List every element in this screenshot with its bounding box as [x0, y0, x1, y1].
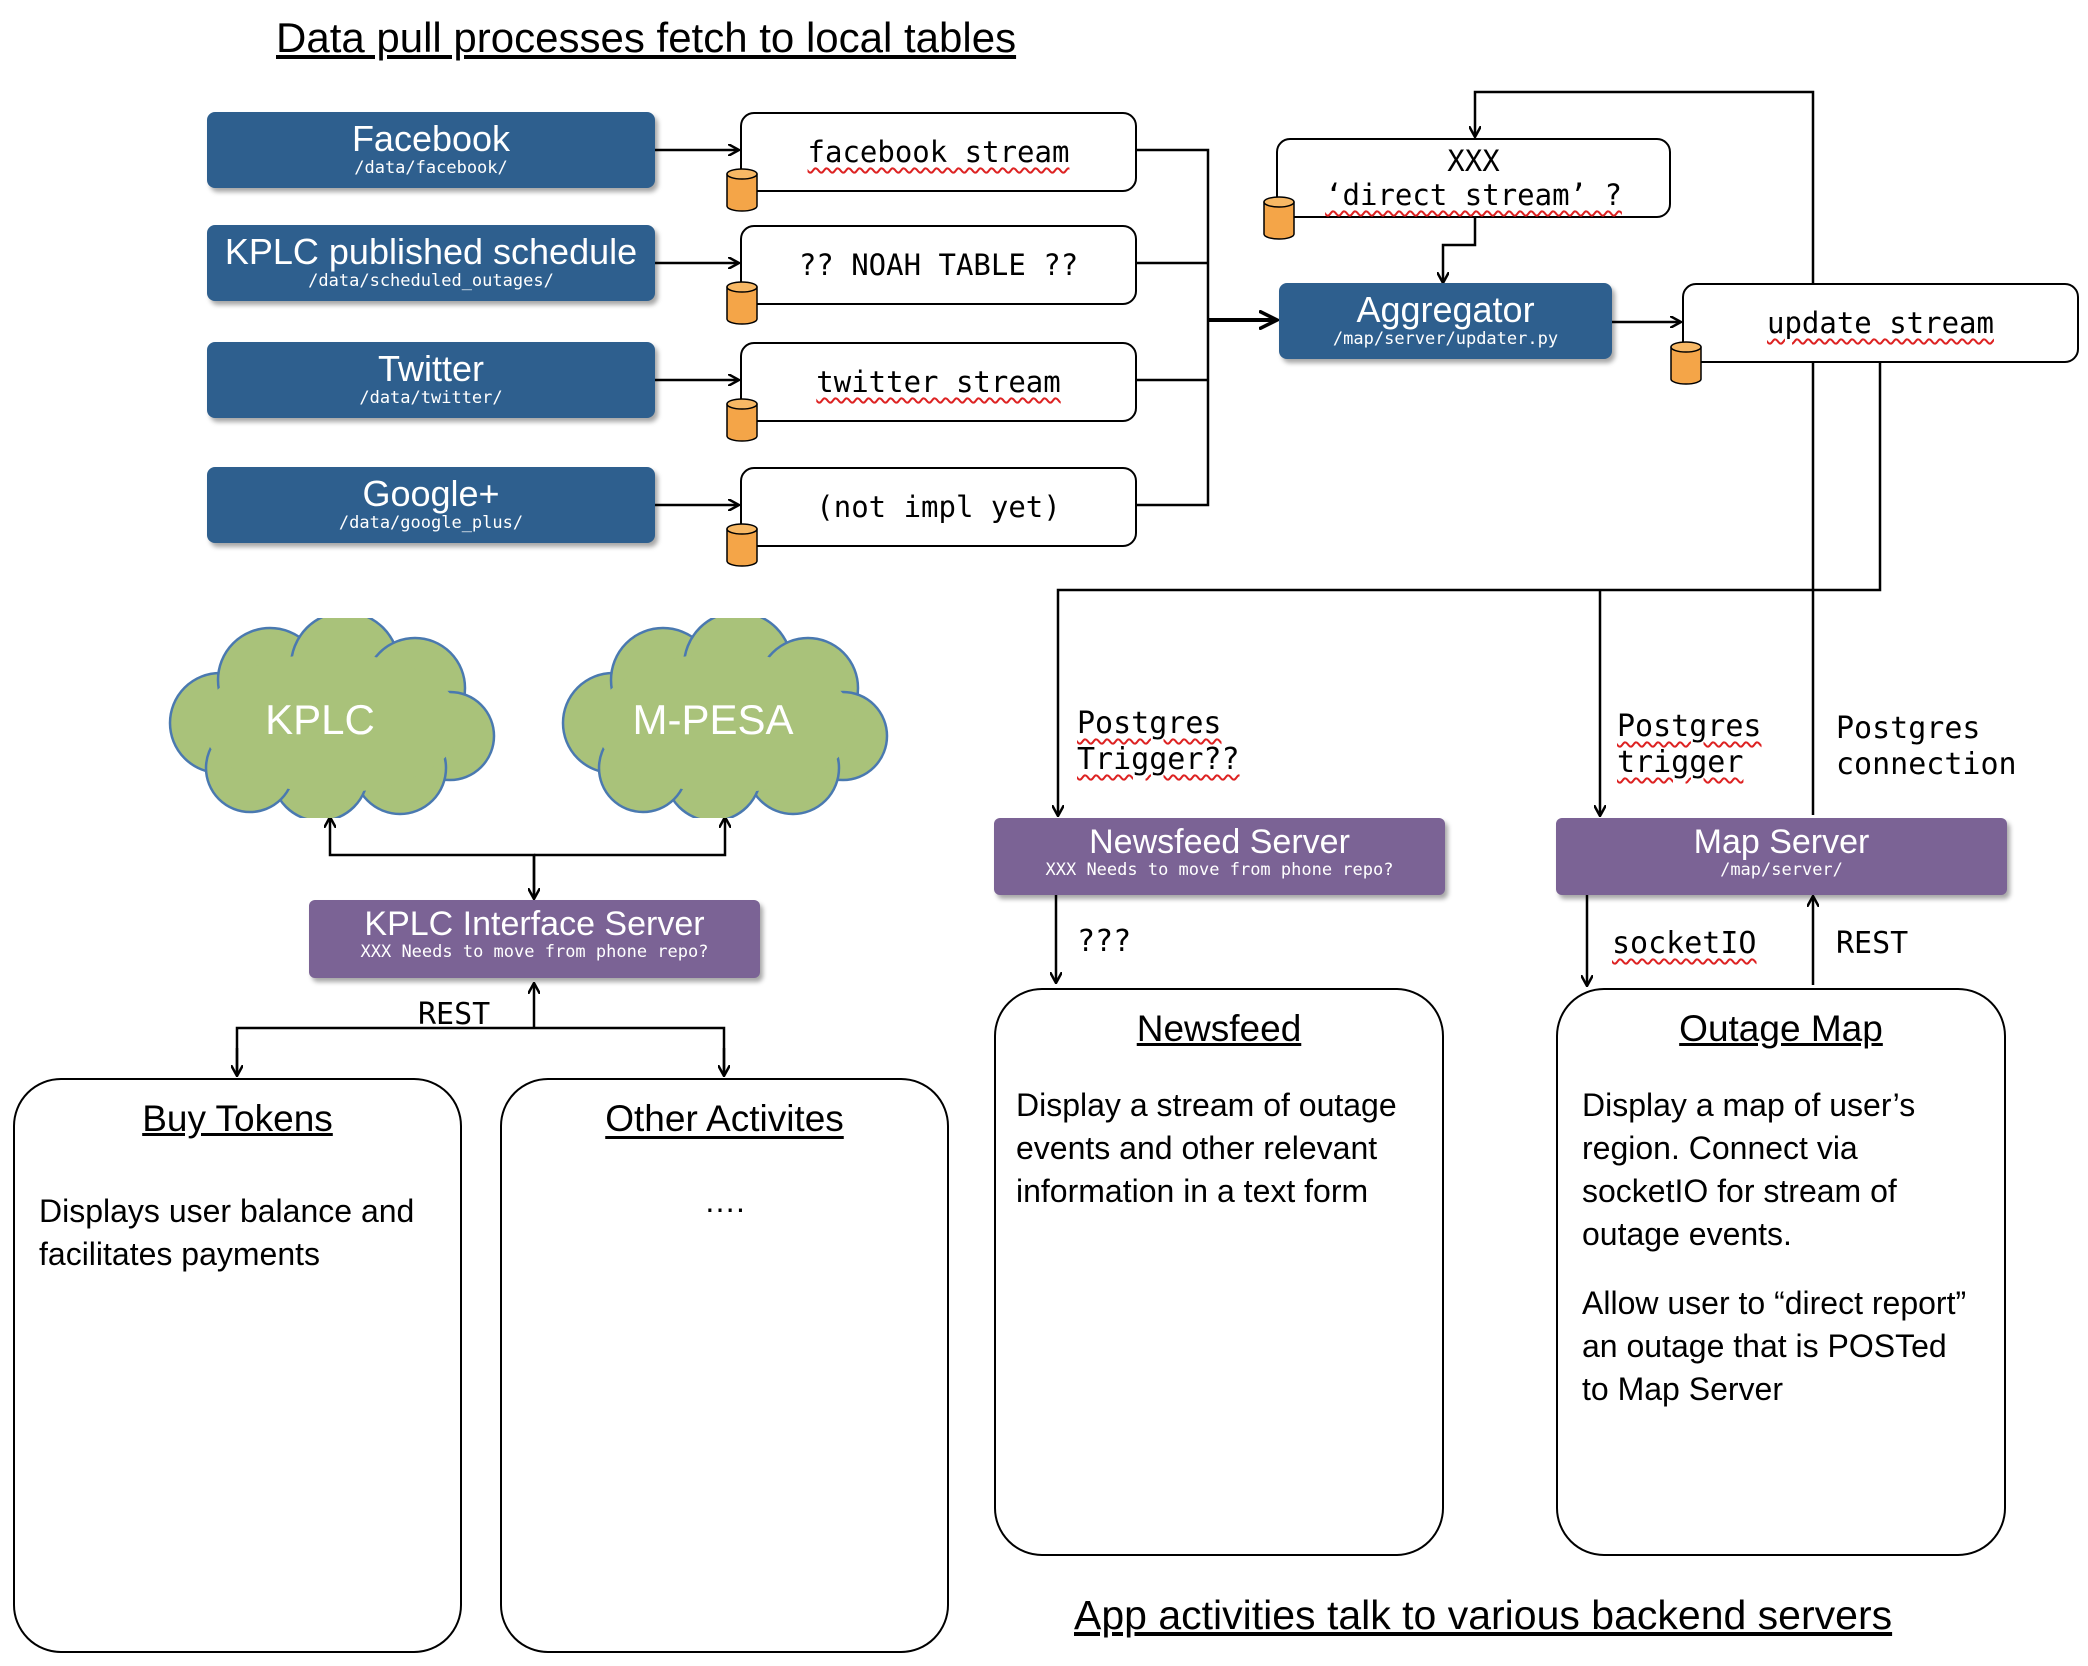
label-rest-map: REST [1836, 926, 1909, 961]
stream-direct: XXX ‘direct stream’ ? [1276, 138, 1671, 218]
activity-outage-map[interactable]: Outage Map Display a map of user’s regio… [1556, 988, 2006, 1556]
cloud-mpesa [561, 618, 889, 818]
source-title: Google+ [362, 473, 500, 514]
stream-update: update stream [1682, 283, 2079, 363]
activity-newsfeed[interactable]: Newsfeed Display a stream of outage even… [994, 988, 1444, 1556]
activity-buy-tokens[interactable]: Buy Tokens Displays user balance and fac… [13, 1078, 462, 1653]
server-path: /map/server/ [1720, 860, 1843, 880]
database-icon [726, 523, 758, 567]
bottom-heading: App activities talk to various backend s… [1074, 1592, 1893, 1638]
server-note: XXX Needs to move from phone repo? [360, 942, 709, 962]
stream-twitter: twitter stream [740, 342, 1137, 422]
server-title: Newsfeed Server [1089, 823, 1350, 861]
source-google-plus: Google+ /data/google_plus/ [207, 467, 655, 543]
stream-noah-table: ?? NOAH TABLE ?? [740, 225, 1137, 305]
top-heading: Data pull processes fetch to local table… [276, 14, 1017, 61]
cloud-kplc [168, 618, 496, 818]
database-icon [1670, 341, 1702, 385]
stream-label: twitter stream [816, 365, 1061, 399]
edge-interface-kplc [330, 818, 536, 898]
server-title: KPLC Interface Server [364, 905, 705, 943]
kplc-interface-server: KPLC Interface Server XXX Needs to move … [309, 900, 760, 978]
aggregator-box: Aggregator /map/server/updater.py [1279, 283, 1612, 359]
stream-bus [1135, 148, 1210, 507]
map-server: Map Server /map/server/ [1556, 818, 2007, 895]
aggregator-path: /map/server/updater.py [1332, 329, 1559, 349]
label-rest-kplc: REST [418, 997, 491, 1032]
activity-body: …. [704, 1183, 745, 1219]
source-path: /data/facebook/ [354, 158, 508, 178]
label-postgres-connection: Postgres connection [1836, 711, 2017, 782]
stream-label: update stream [1767, 306, 1994, 340]
edge-interface-activities [235, 1026, 726, 1075]
source-title: KPLC published schedule [224, 231, 638, 272]
activity-body: Display a map of user’s region. Connect … [1582, 1087, 1916, 1252]
label-newsfeed-unknown: ??? [1077, 924, 1132, 959]
activity-body: Display a stream of outage events and ot… [1016, 1087, 1397, 1209]
stream-line2-text: ‘direct stream’ ? [1325, 178, 1622, 212]
database-icon [726, 281, 758, 325]
source-twitter: Twitter /data/twitter/ [207, 342, 655, 418]
server-title: Map Server [1693, 823, 1870, 861]
stream-facebook: facebook stream [740, 112, 1137, 192]
stream-label: (not impl yet) [816, 490, 1061, 524]
source-path: /data/scheduled_outages/ [308, 271, 554, 291]
stream-line1: XXX [1447, 144, 1500, 178]
newsfeed-server: Newsfeed Server XXX Needs to move from p… [994, 818, 1445, 895]
stream-label: facebook stream [807, 135, 1070, 169]
activity-body: Displays user balance and facilitates pa… [39, 1193, 415, 1272]
stream-label: ?? NOAH TABLE ?? [798, 248, 1079, 282]
database-icon [726, 398, 758, 442]
server-note: XXX Needs to move from phone repo? [1045, 860, 1394, 880]
label-socketio: socketIO [1612, 926, 1757, 961]
cloud-label-mpesa: M-PESA [632, 696, 794, 743]
source-title: Twitter [377, 348, 484, 389]
aggregator-title: Aggregator [1356, 289, 1535, 330]
edge-loop-direct [1475, 90, 1815, 296]
activity-title: Buy Tokens [142, 1098, 333, 1139]
cloud-label-kplc: KPLC [265, 696, 375, 743]
edge-update-newsfeed [1058, 360, 1882, 815]
activity-title: Other Activites [605, 1098, 844, 1139]
activity-title: Outage Map [1679, 1008, 1883, 1049]
source-path: /data/google_plus/ [338, 513, 524, 533]
activity-other[interactable]: Other Activites …. [500, 1078, 949, 1653]
source-title: Facebook [351, 118, 511, 159]
label-postgres-newsfeed: Postgres Trigger?? [1077, 706, 1240, 777]
activity-title: Newsfeed [1136, 1008, 1302, 1049]
database-icon [1263, 196, 1295, 240]
activity-body-2: Allow user to “direct report” an outage … [1582, 1285, 1967, 1407]
source-facebook: Facebook /data/facebook/ [207, 112, 655, 188]
source-kplc-schedule: KPLC published schedule /data/scheduled_… [207, 225, 655, 301]
stream-google-plus: (not impl yet) [740, 467, 1137, 547]
edge-direct-aggregator [1443, 215, 1477, 282]
database-icon [726, 168, 758, 212]
source-path: /data/twitter/ [359, 388, 503, 408]
label-postgres-map-trigger: Postgres trigger [1617, 709, 1762, 780]
edge-interface-mpesa [534, 818, 725, 857]
stream-line2: ‘direct stream’ ? [1278, 178, 1669, 212]
